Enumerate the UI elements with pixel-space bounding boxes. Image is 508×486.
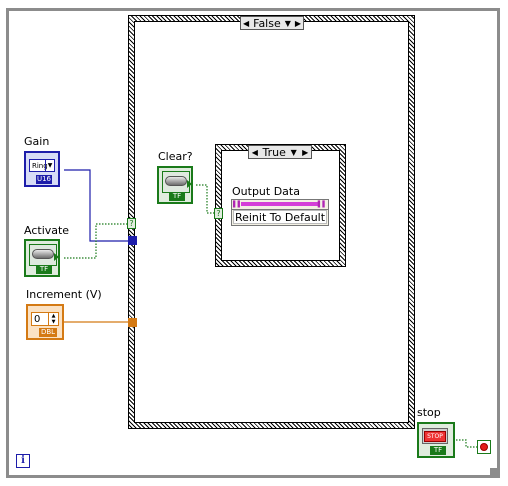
property-node[interactable]: ▌▌ ▌▌ Reinit To Default [231,199,329,226]
chevron-down-icon[interactable]: ▼ [284,18,291,28]
chevron-down-icon[interactable]: ▼ [290,147,297,157]
increment-value: 0 [34,314,41,325]
inner-case-selector[interactable]: ◀ True ▼ ▶ [248,145,312,159]
clear-label: Clear? [158,150,193,163]
output-arrow-icon [54,253,59,261]
tf-badge: TF [36,265,52,274]
increment-numeric-display: 0 ▲▼ [31,312,59,326]
waveform-icon: ▌▌ [233,201,243,208]
outer-case-selector-label: False [253,16,281,30]
output-arrow-icon [187,180,192,188]
gain-ring-text: Ring [32,162,48,170]
spinner-icon: ▲▼ [48,313,58,325]
increment-case-icon[interactable]: ▶ [302,147,309,157]
property-reinit-to-default[interactable]: Reinit To Default [233,210,327,224]
chevron-down-icon: ▼ [45,160,54,171]
gain-wire [64,169,128,242]
activate-wire [64,223,128,259]
dbl-badge: DBL [39,328,57,337]
outer-case-selector[interactable]: ◀ False ▼ ▶ [240,16,304,30]
increment-case-icon[interactable]: ▶ [294,18,302,28]
stop-button-icon: STOP [422,428,448,444]
stop-button-text: STOP [424,430,446,442]
gain-tunnel[interactable] [128,236,137,245]
tf-badge: TF [169,192,185,201]
loop-resize-handle[interactable] [490,468,500,478]
increment-label: Increment (V) [26,288,102,301]
gain-ring-display: Ring ▼ [29,159,55,172]
toggle-icon [32,249,54,259]
increment-tunnel[interactable] [128,318,137,327]
decrement-case-icon[interactable]: ◀ [242,18,250,28]
stop-wire [456,439,477,448]
stop-label: stop [417,406,441,419]
inner-case-selector-terminal[interactable]: ? [214,208,223,219]
waveform-icon: ▌▌ [317,201,327,208]
decrement-case-icon[interactable]: ◀ [251,147,258,157]
output-data-label: Output Data [232,185,300,198]
info-icon[interactable]: i [16,454,30,468]
gain-terminal[interactable]: Ring ▼ U16 [24,151,60,187]
stop-terminal[interactable]: STOP TF [417,422,455,458]
activate-label: Activate [24,224,70,237]
gain-label: Gain [24,135,50,148]
property-type-bar [241,202,319,206]
outer-case-selector-terminal[interactable]: ? [127,218,136,229]
inner-case-selector-label: True [262,145,286,159]
stop-if-true-icon [480,443,488,451]
property-node-header: ▌▌ ▌▌ [232,200,328,210]
increment-terminal[interactable]: 0 ▲▼ DBL [26,304,64,340]
loop-condition-terminal[interactable] [477,440,491,454]
clear-wire [196,184,215,214]
clear-terminal[interactable]: TF [157,166,193,204]
toggle-icon [165,176,187,186]
u16-badge: U16 [36,175,52,184]
tf-badge: TF [430,446,446,455]
activate-terminal[interactable]: TF [24,239,60,277]
